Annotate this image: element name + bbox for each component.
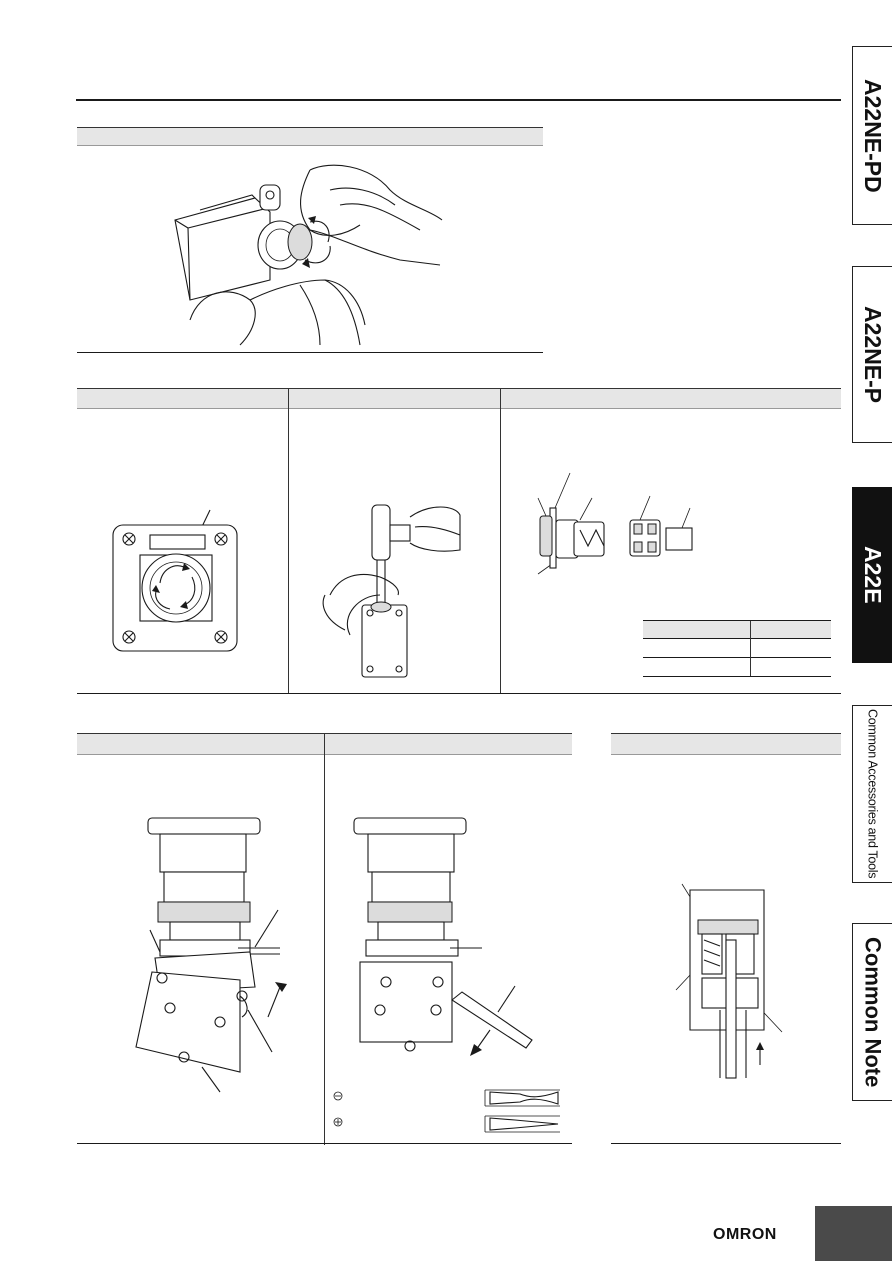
section-rule-1 — [77, 352, 543, 353]
side-tab-a22e[interactable]: A22E — [852, 487, 892, 663]
table-rule-top — [643, 620, 831, 621]
table-rule-bottom — [643, 676, 831, 677]
terminal-screw-illustration — [675, 883, 783, 1079]
side-tab-label: A22E — [860, 546, 886, 604]
page-number-box — [815, 1206, 892, 1261]
divider-2a — [288, 388, 289, 694]
exploded-components-illustration — [537, 472, 693, 575]
contact-block-removal-illustration — [135, 817, 287, 1093]
side-tab-common-accessories[interactable]: Common Accessories and Tools — [852, 705, 892, 883]
guard-plate-illustration — [112, 509, 238, 652]
section-rule-2 — [77, 693, 841, 694]
side-tab-label: Common Note — [860, 936, 886, 1088]
section-bar-2 — [77, 388, 841, 409]
side-tab-a22ne-p[interactable]: A22NE-P — [852, 266, 892, 443]
mounting-tool-illustration — [322, 504, 461, 678]
divider-2b — [500, 388, 501, 694]
screwdriver-removal-illustration — [353, 817, 533, 1056]
side-tab-label: A22NE-PD — [860, 78, 886, 193]
side-tab-a22ne-pd[interactable]: A22NE-PD — [852, 46, 892, 225]
section-rule-4 — [611, 1143, 841, 1144]
omron-logo: OMRON — [713, 1226, 777, 1243]
section-bar-4 — [611, 733, 841, 755]
table-rule-header — [643, 638, 831, 639]
side-tab-label: Common Accessories and Tools — [865, 709, 880, 879]
table-header — [643, 621, 831, 638]
table-rule-mid — [643, 657, 831, 658]
top-rule — [76, 99, 841, 101]
hand-twist-illustration — [174, 164, 443, 346]
divider-3 — [324, 733, 325, 1145]
side-tab-label: A22NE-P — [860, 305, 886, 404]
tool-legend — [333, 1089, 560, 1133]
section-bar-1 — [77, 127, 543, 146]
side-tab-common-note[interactable]: Common Note — [852, 923, 892, 1101]
table-col-divider — [750, 621, 751, 676]
section-rule-3 — [77, 1143, 572, 1144]
